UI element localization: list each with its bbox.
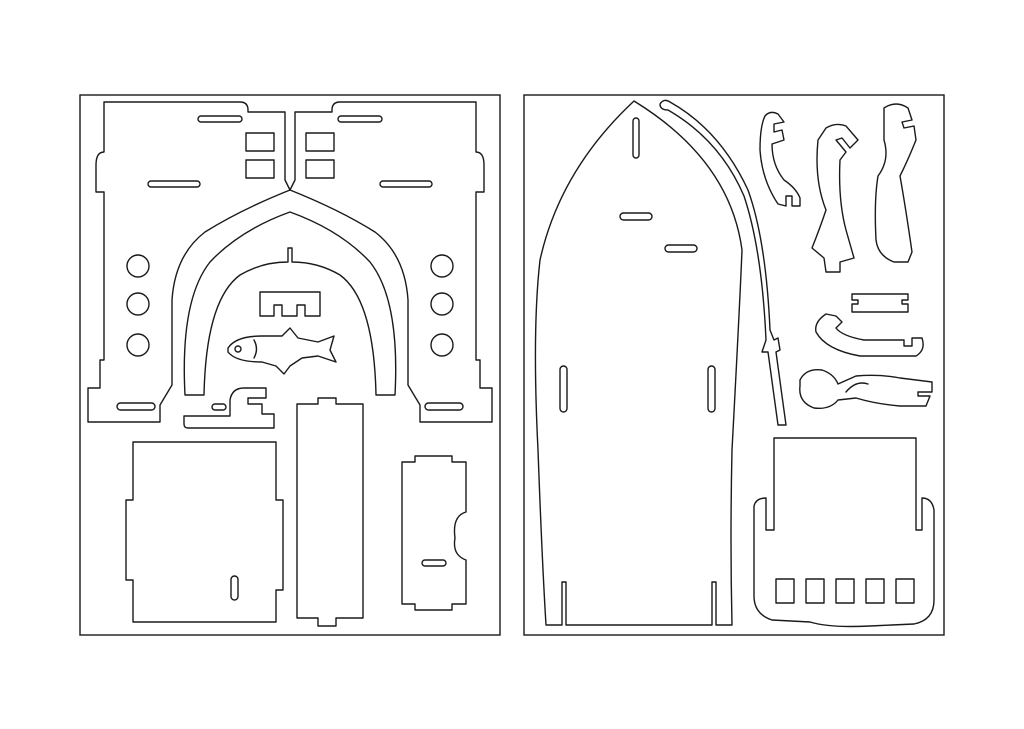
small-connector [851,293,909,313]
window-1 [245,132,275,152]
porthole [430,333,454,357]
porthole [430,292,454,316]
clip-piece [183,387,275,429]
window-2 [305,159,335,179]
slot [337,115,383,123]
slot [559,365,568,413]
seat-window [865,578,885,604]
arch-piece [183,211,397,396]
figure-body [799,369,933,410]
left-sheet [79,94,501,636]
window-2 [245,159,275,179]
slot [707,365,716,413]
figure-leg-mid [811,123,859,273]
body-slot [845,382,869,393]
fish-gill [253,339,258,359]
small-notched-panel [401,455,467,611]
seat-frame [753,437,935,628]
curved-hook [815,313,924,357]
right-sheet-border [523,94,945,636]
slot [664,244,698,253]
right-sheet [523,94,945,636]
figure-leg-right [874,103,917,263]
square-panel [125,441,284,623]
porthole [126,333,150,357]
slot [424,402,464,411]
h-connector [259,291,321,317]
seat-window [805,578,825,604]
slot [147,180,201,188]
slot [379,180,433,188]
seat-window [895,578,915,604]
porthole [126,292,150,316]
tall-notched-panel [296,397,364,627]
figure-leg-left [759,111,801,207]
seat-window [775,578,795,604]
slot [632,117,640,159]
fish-eye [234,345,242,353]
slot [230,575,239,601]
fish-piece [227,327,337,375]
slot [197,115,243,123]
slot [211,403,227,411]
window-1 [305,132,335,152]
slot [116,402,156,411]
left-sheet-border [79,94,501,636]
porthole [126,254,150,278]
slot [619,212,653,221]
seat-window [835,578,855,604]
left-side-panel [87,101,291,423]
boat-hull [534,100,743,626]
slot [421,559,447,567]
fishing-rod [659,99,787,426]
porthole [430,254,454,278]
right-side-panel [289,101,493,423]
